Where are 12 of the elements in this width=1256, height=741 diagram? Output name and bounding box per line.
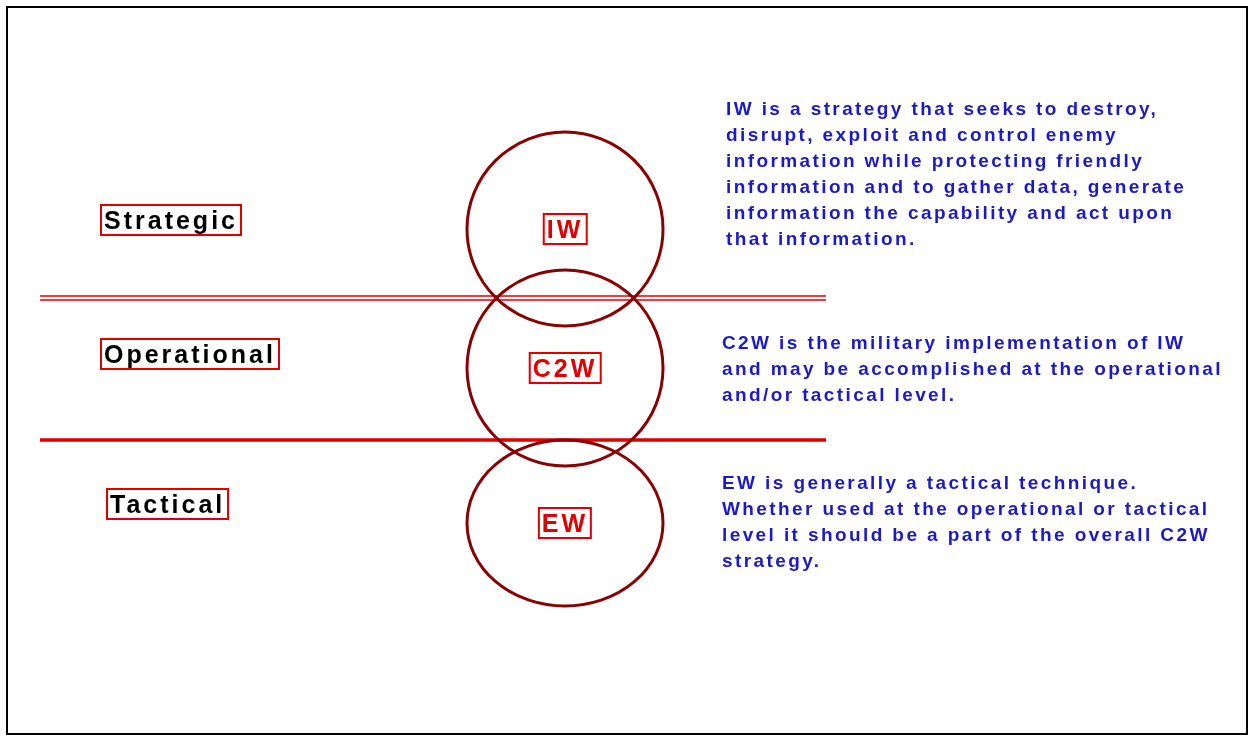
level-label: Operational	[100, 338, 280, 370]
circle-label: C2W	[528, 352, 602, 384]
description-text: C2W is the military implementation of IW and may be accomplished at the operational and/or tactical level.	[722, 331, 1224, 407]
circle	[465, 438, 665, 608]
description-text: EW is generally a tactical technique. Whether used at the operational or tactical level it should be a part of the overall C2W strategy.	[722, 471, 1211, 573]
circle-label: EW	[537, 507, 593, 539]
level-label: Tactical	[106, 488, 230, 520]
circle-label: IW	[542, 213, 588, 245]
circle	[465, 130, 665, 328]
circle	[465, 268, 665, 468]
description-text: IW is a strategy that seeks to destroy, disrupt, exploit and control enemy information while protecting friendly information and to gather data, generate information the capability and act upon that information.	[726, 97, 1188, 251]
level-label: Strategic	[100, 204, 242, 236]
